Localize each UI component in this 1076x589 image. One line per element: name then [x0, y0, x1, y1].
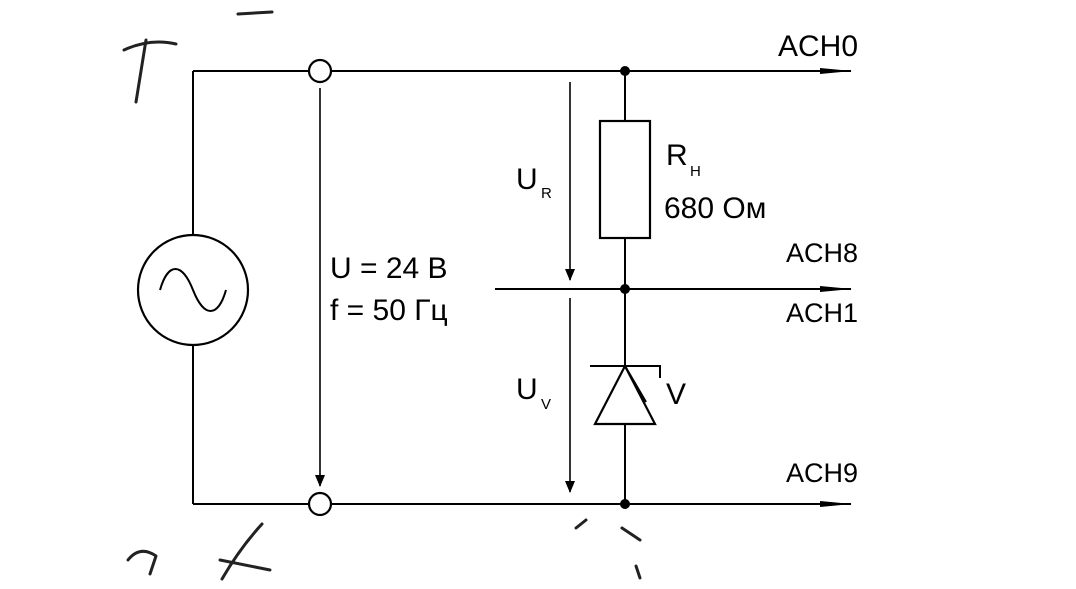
junction-middle: [620, 284, 630, 294]
channel-label-ach9: ACH9: [786, 458, 858, 488]
wiring: [192, 70, 820, 505]
resistor-subscript: Н: [690, 163, 701, 180]
channel-label-ach8: ACH8: [786, 238, 858, 268]
terminal-bottom: [307, 491, 333, 517]
channel-arrows: [790, 68, 852, 507]
uv-symbol: U: [516, 373, 538, 406]
ur-symbol: U: [516, 163, 538, 196]
resistor-value: 680 Ом: [664, 192, 766, 225]
ac-source-icon: [136, 233, 250, 347]
voltage-label: U = 24 В: [330, 252, 448, 285]
resistor-icon: [598, 119, 652, 240]
junction-bottom: [620, 499, 630, 509]
diode-label: V: [666, 378, 686, 411]
channel-label-ach1: ACH1: [786, 298, 858, 328]
frequency-label: f = 50 Гц: [330, 294, 448, 327]
margin-scribbles: [122, 10, 642, 581]
channel-label-ach0: ACH0: [778, 30, 858, 63]
voltage-arrows: [315, 82, 575, 493]
terminal-top: [307, 58, 333, 84]
resistor-symbol: R: [666, 139, 688, 172]
ur-subscript: R: [541, 185, 552, 202]
uv-subscript: V: [541, 396, 551, 413]
zener-diode-icon: [590, 363, 661, 426]
junction-top: [620, 66, 630, 76]
